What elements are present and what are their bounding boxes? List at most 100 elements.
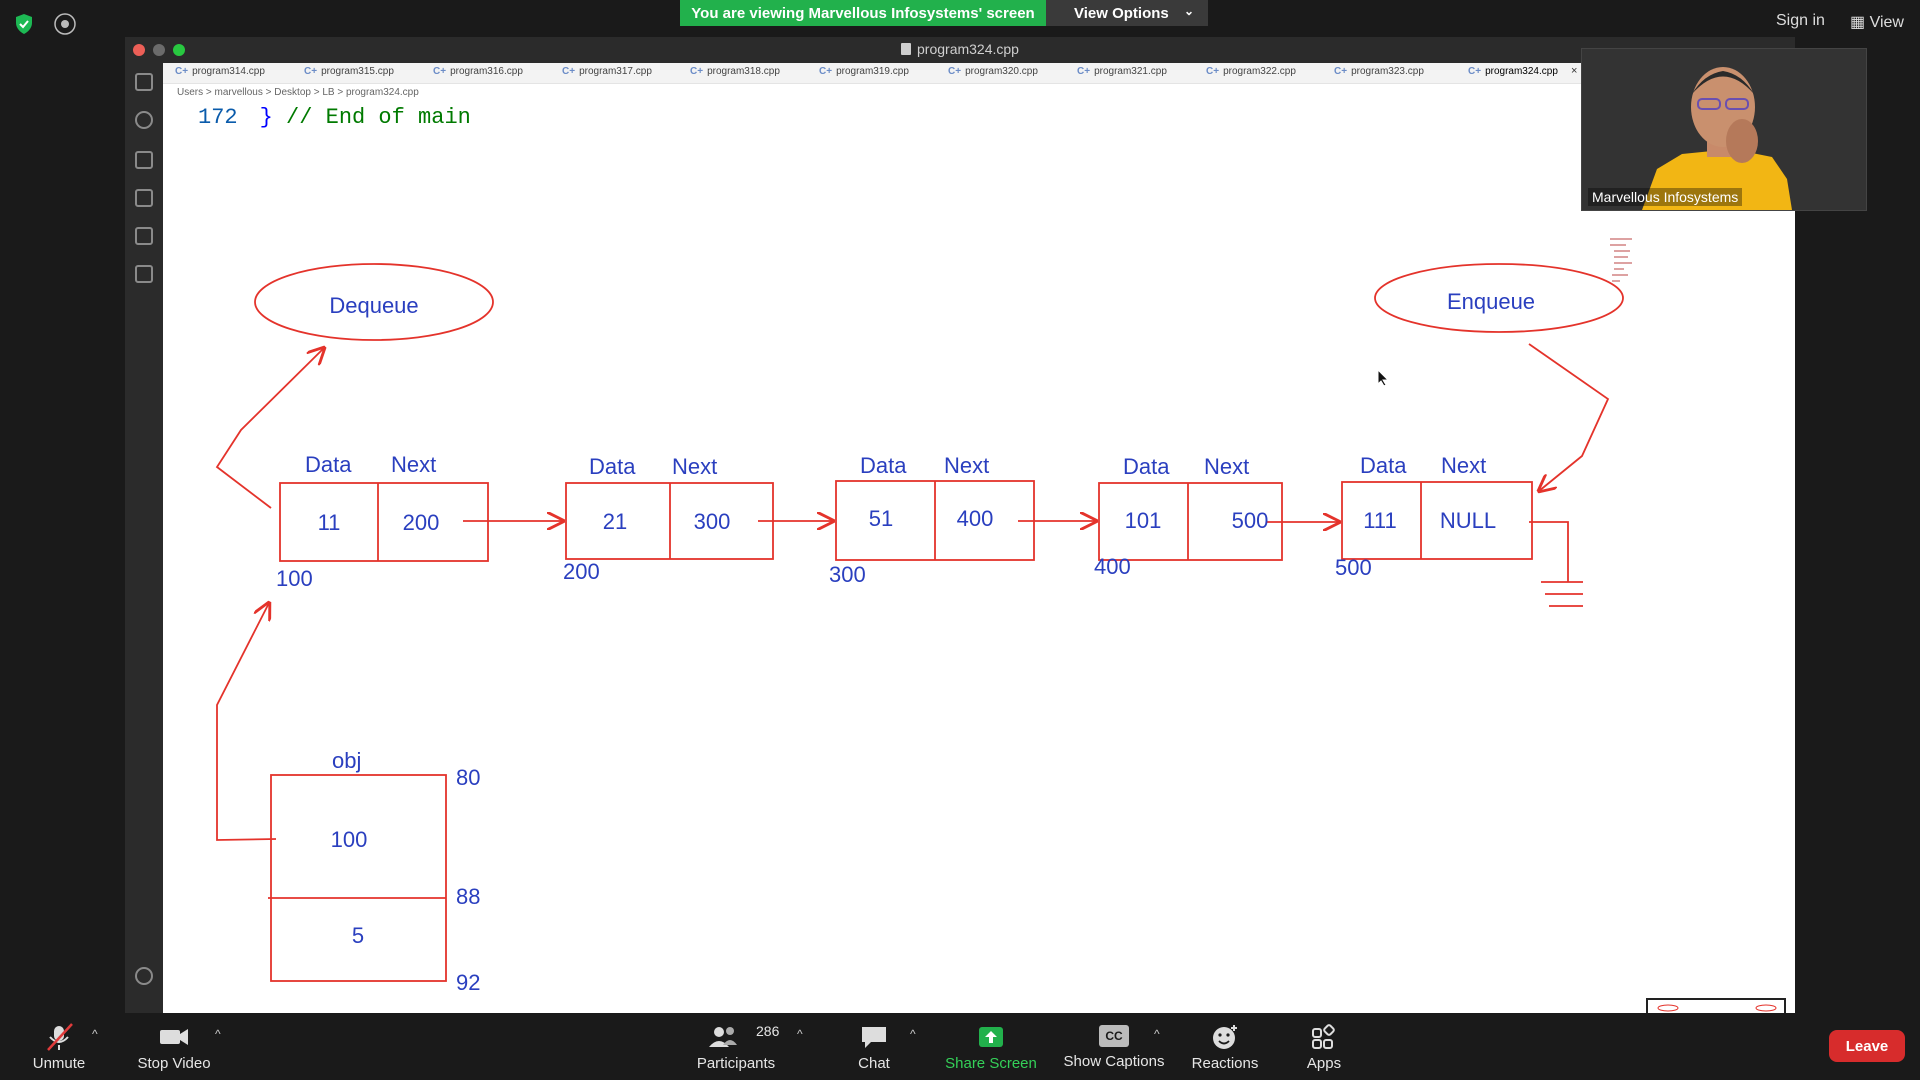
security-shield-icon[interactable]: [12, 12, 36, 36]
participants-count: 286: [756, 1023, 780, 1039]
window-maximize-button[interactable]: [173, 44, 185, 56]
apps-button[interactable]: Apps: [1284, 1013, 1364, 1080]
tab-program321[interactable]: C+program321.cpp: [1077, 66, 1167, 77]
dequeue-label: Dequeue: [329, 293, 418, 318]
node3-data: 51: [869, 506, 893, 531]
tab-program316[interactable]: C+program316.cpp: [433, 66, 523, 77]
obj-head-value: 100: [331, 827, 368, 852]
view-button[interactable]: ▦ View: [1850, 12, 1904, 32]
unmute-label: Unmute: [32, 1055, 86, 1072]
share-screen-icon: [979, 1027, 1003, 1047]
node4-address: 400: [1094, 554, 1131, 579]
obj-box: [270, 774, 447, 982]
window-title: program324.cpp: [125, 41, 1795, 57]
linked-list-diagram: Dequeue Enqueue Data Next 11 200 100 Dat…: [215, 263, 1624, 995]
reactions-button[interactable]: Reactions: [1180, 1013, 1270, 1080]
editor-tabs: C+program314.cpp C+program315.cpp C+prog…: [163, 63, 1583, 84]
dequeue-arrow: [215, 348, 324, 509]
chat-button[interactable]: Chat: [834, 1013, 914, 1080]
recording-indicator-icon[interactable]: [53, 12, 77, 36]
search-icon[interactable]: [135, 111, 153, 129]
close-tab-icon[interactable]: ×: [1571, 65, 1578, 77]
tab-program324[interactable]: C+program324.cpp: [1468, 66, 1558, 77]
show-captions-button[interactable]: CC Show Captions: [1058, 1013, 1170, 1080]
stop-video-label: Stop Video: [137, 1055, 211, 1072]
share-screen-button[interactable]: Share Screen: [941, 1013, 1041, 1080]
node5-data-header: Data: [1360, 453, 1407, 478]
enqueue-label: Enqueue: [1447, 289, 1535, 314]
node2-address: 200: [563, 559, 600, 584]
reactions-label: Reactions: [1191, 1055, 1259, 1072]
share-screen-label: Share Screen: [945, 1055, 1037, 1072]
explorer-icon[interactable]: [135, 73, 153, 91]
obj-address-80: 80: [456, 765, 480, 790]
node5-next-header: Next: [1441, 453, 1486, 478]
tab-program315[interactable]: C+program315.cpp: [304, 66, 394, 77]
tab-program318[interactable]: C+program318.cpp: [690, 66, 780, 77]
obj-address-92: 92: [456, 970, 480, 995]
node2-data: 21: [603, 509, 627, 534]
tab-program314[interactable]: C+program314.cpp: [175, 66, 265, 77]
node2-next: 300: [694, 509, 731, 534]
line-number: 172: [198, 105, 238, 130]
tab-program320[interactable]: C+program320.cpp: [948, 66, 1038, 77]
stop-video-button[interactable]: Stop Video: [124, 1013, 224, 1080]
chevron-down-icon: ⌄: [1183, 4, 1194, 18]
node1-next-header: Next: [391, 452, 436, 477]
extensions-icon[interactable]: [135, 227, 153, 245]
viewing-screen-banner: You are viewing Marvellous Infosystems' …: [680, 0, 1046, 26]
sign-in-button[interactable]: Sign in: [1776, 12, 1825, 29]
chat-bubble-icon: [862, 1027, 886, 1048]
obj-label: obj: [332, 748, 361, 773]
obj-address-88: 88: [456, 884, 480, 909]
enqueue-arrow: [1528, 343, 1610, 491]
window-close-button[interactable]: [133, 44, 145, 56]
participant-video-feed: [1582, 49, 1866, 210]
apps-grid-icon: [1312, 1024, 1335, 1049]
mouse-cursor-icon: [1377, 369, 1390, 387]
reactions-smiley-icon: [1213, 1025, 1237, 1049]
captions-caret-icon[interactable]: ^: [1154, 1027, 1160, 1041]
grid-view-icon: ▦: [1850, 14, 1866, 31]
code-line[interactable]: 172} // End of main: [198, 105, 471, 130]
left-dark-margin: [0, 48, 125, 1013]
dequeue-ellipse: [254, 263, 494, 341]
video-options-caret-icon[interactable]: ^: [215, 1027, 221, 1041]
node4-next: 500: [1232, 508, 1269, 533]
remote-explorer-icon[interactable]: [135, 265, 153, 283]
node2-data-header: Data: [589, 454, 636, 479]
node4-data: 101: [1125, 508, 1162, 533]
obj-count-value: 5: [352, 923, 364, 948]
node3-next: 400: [957, 506, 994, 531]
participant-video-tile[interactable]: Marvellous Infosystems: [1581, 48, 1867, 211]
unmute-button[interactable]: Unmute: [14, 1013, 104, 1080]
node3-next-header: Next: [944, 453, 989, 478]
microphone-muted-icon: [47, 1023, 73, 1051]
run-debug-icon[interactable]: [135, 189, 153, 207]
leave-meeting-button[interactable]: Leave: [1829, 1030, 1905, 1062]
account-icon[interactable]: [135, 967, 153, 985]
participants-caret-icon[interactable]: ^: [797, 1027, 803, 1041]
tab-program317[interactable]: C+program317.cpp: [562, 66, 652, 77]
node4-data-header: Data: [1123, 454, 1170, 479]
participants-button[interactable]: 286 Participants: [686, 1013, 786, 1080]
participants-label: Participants: [696, 1055, 776, 1072]
tab-program323[interactable]: C+program323.cpp: [1334, 66, 1424, 77]
video-camera-icon: [160, 1029, 188, 1045]
minimap[interactable]: [1606, 233, 1636, 293]
shared-editor-window: program324.cpp C+program314.cpp C+progra…: [125, 37, 1795, 1038]
view-options-label: View Options: [1074, 4, 1169, 22]
breadcrumb[interactable]: Users > marvellous > Desktop > LB > prog…: [177, 87, 419, 98]
node1-next: 200: [403, 510, 440, 535]
file-icon: [901, 43, 912, 55]
view-button-label: View: [1869, 14, 1904, 31]
node4-next-header: Next: [1204, 454, 1249, 479]
node3-data-header: Data: [860, 453, 907, 478]
chat-caret-icon[interactable]: ^: [910, 1027, 916, 1041]
source-control-icon[interactable]: [135, 151, 153, 169]
view-options-button[interactable]: View Options ⌄: [1046, 0, 1208, 26]
audio-options-caret-icon[interactable]: ^: [92, 1027, 98, 1041]
tab-program322[interactable]: C+program322.cpp: [1206, 66, 1296, 77]
tab-program319[interactable]: C+program319.cpp: [819, 66, 909, 77]
window-minimize-button[interactable]: [153, 44, 165, 56]
